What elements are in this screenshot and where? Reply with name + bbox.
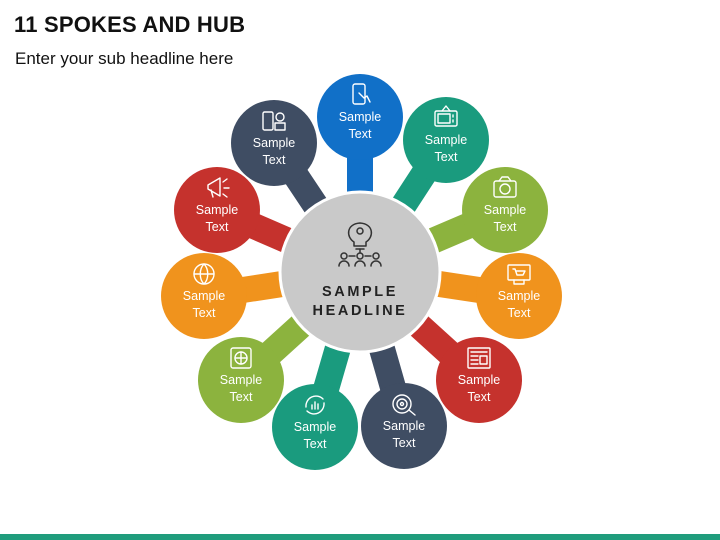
spoke-circle [317, 74, 403, 160]
spoke-circle [361, 383, 447, 469]
hub [278, 190, 442, 354]
spoke-5 [436, 337, 522, 423]
spoke-label-line1: Sample [219, 373, 263, 387]
spoke-label-line1: Sample [457, 373, 501, 387]
page-title: 11 SPOKES AND HUB [14, 12, 246, 37]
spoke-label-line1: Sample [195, 203, 239, 217]
globe-network-icon [193, 263, 215, 285]
spoke-circle [174, 167, 260, 253]
spoke-6 [361, 383, 447, 469]
megaphone-icon [207, 177, 230, 198]
hub-headline-line1: SAMPLE [321, 284, 399, 300]
spoke-circle [161, 253, 247, 339]
spoke-circle [436, 337, 522, 423]
refresh-chart-icon [305, 395, 325, 415]
radio-icon [493, 176, 517, 198]
spoke-label-line1: Sample [293, 420, 337, 434]
hub-headline: SAMPLE HEADLINE [280, 283, 440, 321]
spoke-circle [231, 100, 317, 186]
spoke-label-line2: Text [262, 153, 286, 167]
hub-headline-line2: HEADLINE [312, 303, 408, 319]
spoke-label-line1: Sample [382, 419, 426, 433]
spoke-4 [476, 253, 562, 339]
spoke-label-line2: Text [467, 390, 491, 404]
spoke-3 [462, 167, 548, 253]
spoke-1 [317, 74, 403, 160]
spoke-label-line2: Text [348, 127, 372, 141]
spoke-circle [462, 167, 548, 253]
spoke-label-line1: Sample [424, 133, 468, 147]
tv-icon [434, 105, 458, 127]
spoke-11 [231, 100, 317, 186]
spoke-label-line1: Sample [182, 289, 226, 303]
idea-team-network-icon [338, 222, 382, 267]
phone-touch-icon [352, 83, 371, 105]
spoke-label-line1: Sample [483, 203, 527, 217]
spoke-circle [403, 97, 489, 183]
spoke-label-line2: Text [229, 390, 253, 404]
spoke-10 [174, 167, 260, 253]
hub-circle [278, 190, 442, 354]
spoke-label-line2: Text [192, 306, 216, 320]
newspaper-icon [467, 347, 491, 369]
spoke-9 [161, 253, 247, 339]
spoke-circle [198, 337, 284, 423]
spoke-8 [198, 337, 284, 423]
globe-settings-icon [230, 347, 252, 369]
spoke-label-line1: Sample [338, 110, 382, 124]
target-search-icon [392, 394, 416, 416]
spoke-label-line2: Text [507, 306, 531, 320]
spoke-label-line1: Sample [497, 289, 541, 303]
spoke-label-line2: Text [303, 437, 327, 451]
spoke-label-line2: Text [493, 220, 517, 234]
mobile-marketing-icon [262, 111, 286, 131]
spoke-circle [476, 253, 562, 339]
spoke-label-line2: Text [434, 150, 458, 164]
spoke-2 [403, 97, 489, 183]
spoke-label-line2: Text [205, 220, 229, 234]
spoke-circle [272, 384, 358, 470]
shopping-cart-screen-icon [507, 264, 531, 285]
page-subtitle: Enter your sub headline here [15, 49, 234, 68]
footer-bar [0, 534, 720, 540]
spoke-label-line2: Text [392, 436, 416, 450]
spoke-7 [272, 384, 358, 470]
spoke-label-line1: Sample [252, 136, 296, 150]
